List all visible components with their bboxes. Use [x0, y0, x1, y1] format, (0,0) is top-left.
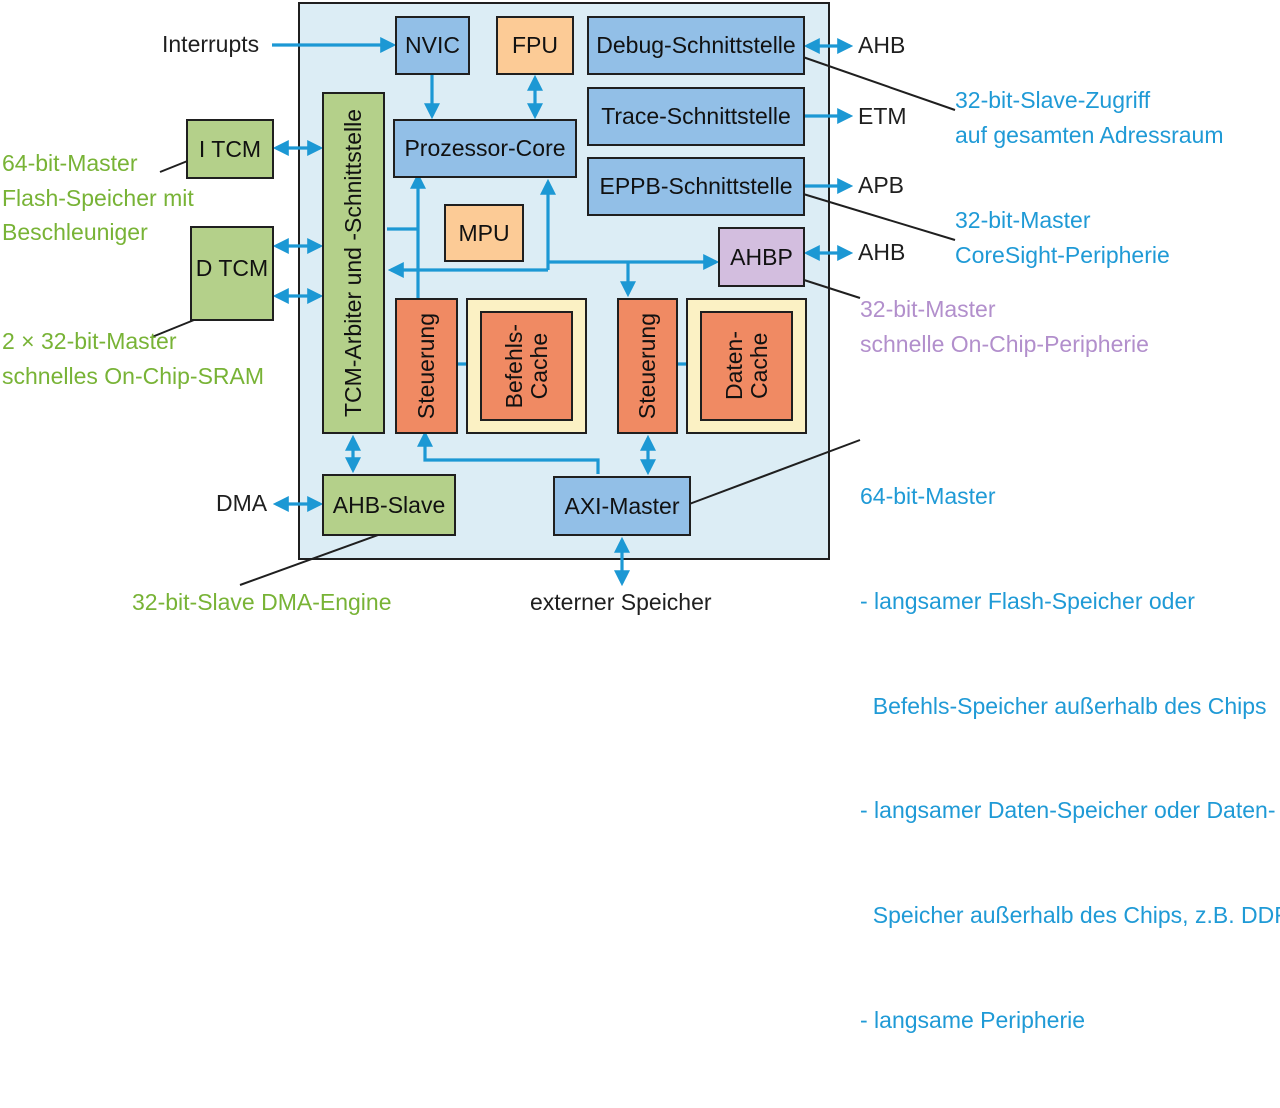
steuerung-instruction-label: Steuerung [413, 312, 440, 420]
onchip-periph-line-2: schnelle On-Chip-Peripherie [860, 330, 1149, 357]
itcm-label: I TCM [198, 135, 262, 162]
axi-note-line-2: - langsamer Flash-Speicher oder [860, 587, 1195, 614]
steuerung-data-label: Steuerung [634, 312, 661, 420]
befehls-cache-block: Befehls- Cache [480, 311, 573, 421]
ahbp-block: AHBP [718, 227, 805, 287]
itcm-note-line-1: 64-bit-Master [2, 150, 138, 176]
eppb-label: EPPB-Schnittstelle [599, 173, 793, 200]
nvic-label: NVIC [405, 32, 460, 59]
dtcm-annotation: 2 × 32-bit-Master schnelles On-Chip-SRAM [2, 324, 264, 393]
daten-cache-block: Daten- Cache [700, 311, 793, 421]
nvic-block: NVIC [395, 16, 470, 75]
interrupts-label: Interrupts [162, 31, 260, 57]
trace-interface-block: Trace-Schnittstelle [587, 87, 805, 146]
dtcm-block: D TCM [190, 226, 274, 321]
callout-eppb [799, 192, 956, 241]
axi-note-line-3: Befehls-Speicher außerhalb des Chips [860, 692, 1267, 719]
dtcm-note-line-1: 2 × 32-bit-Master [2, 328, 177, 354]
axi-note-line-4: - langsamer Daten-Speicher oder Daten- [860, 797, 1276, 824]
trace-label: Trace-Schnittstelle [601, 103, 791, 130]
steuerung-instruction-block: Steuerung [395, 298, 458, 434]
axi-master-block: AXI-Master [553, 476, 691, 536]
dma-engine-annotation: 32-bit-Slave DMA-Engine [132, 589, 392, 615]
callout-ahbslave [239, 529, 393, 586]
etm-label: ETM [858, 103, 907, 129]
itcm-annotation: 64-bit-Master Flash-Speicher mit Beschle… [2, 146, 194, 250]
debug-slave-line-1: 32-bit-Slave-Zugriff [955, 87, 1151, 113]
tcm-arbiter-label: TCM-Arbiter und -Schnittstelle [340, 108, 367, 418]
itcm-note-line-3: Beschleuniger [2, 219, 148, 245]
callout-debug [799, 55, 956, 111]
axi-note-line-6: - langsame Peripherie [860, 1007, 1086, 1034]
ahbp-label: AHBP [730, 243, 793, 270]
dma-label: DMA [216, 490, 268, 516]
callout-dtcm [151, 319, 195, 338]
itcm-block: I TCM [186, 119, 274, 179]
axi-master-label: AXI-Master [564, 492, 680, 519]
processor-core-block: Prozessor-Core [393, 119, 577, 178]
axi-annotation: 64-bit-Master - langsamer Flash-Speicher… [860, 409, 1280, 1108]
daten-cache-label: Daten- Cache [720, 331, 772, 401]
debug-slave-line-2: auf gesamten Adressraum [955, 121, 1224, 148]
dtcm-note-line-2: schnelles On-Chip-SRAM [2, 362, 265, 389]
callout-itcm [159, 159, 191, 173]
ahb-slave-block: AHB-Slave [322, 474, 456, 536]
core-label: Prozessor-Core [404, 135, 566, 162]
coresight-annotation: 32-bit-Master CoreSight-Peripherie [955, 203, 1170, 272]
callout-axi [683, 439, 861, 507]
connection-lines [151, 37, 956, 587]
onchip-periph-line-1: 32-bit-Master [860, 296, 996, 322]
fpu-block: FPU [496, 16, 574, 75]
cortex-m7-block-diagram: NVIC FPU Debug-Schnittstelle Trace-Schni… [2, 2, 1280, 1033]
coresight-line-1: 32-bit-Master [955, 207, 1091, 233]
daten-cache-frame: Daten- Cache [686, 298, 807, 434]
befehls-cache-frame: Befehls- Cache [466, 298, 587, 434]
debug-label: Debug-Schnittstelle [596, 32, 796, 59]
dtcm-label: D TCM [195, 255, 269, 281]
ahb-ahbp-label: AHB [858, 239, 906, 265]
axi-note-line-1: 64-bit-Master [860, 482, 996, 509]
debug-interface-block: Debug-Schnittstelle [587, 16, 805, 75]
mpu-block: MPU [444, 204, 524, 262]
ahb-slave-label: AHB-Slave [332, 491, 446, 518]
onchip-periph-annotation: 32-bit-Master schnelle On-Chip-Peripheri… [860, 292, 1149, 361]
ahb-debug-label: AHB [858, 32, 906, 58]
apb-label: APB [858, 172, 905, 198]
steuerung-data-block: Steuerung [617, 298, 678, 434]
coresight-line-2: CoreSight-Peripherie [955, 241, 1170, 268]
external-memory-label: externer Speicher [530, 589, 712, 615]
mpu-label: MPU [458, 219, 510, 246]
eppb-interface-block: EPPB-Schnittstelle [587, 157, 805, 216]
callout-ahbp [803, 279, 861, 299]
debug-slave-annotation: 32-bit-Slave-Zugriff auf gesamten Adress… [955, 83, 1223, 152]
itcm-note-line-2: Flash-Speicher mit [2, 184, 194, 211]
fpu-label: FPU [512, 32, 558, 59]
tcm-arbiter-block: TCM-Arbiter und -Schnittstelle [322, 92, 385, 434]
befehls-cache-label: Befehls- Cache [500, 323, 552, 409]
axi-note-line-5: Speicher außerhalb des Chips, z.B. DDR [860, 902, 1280, 929]
line-axi-steuerung-i [417, 430, 600, 474]
